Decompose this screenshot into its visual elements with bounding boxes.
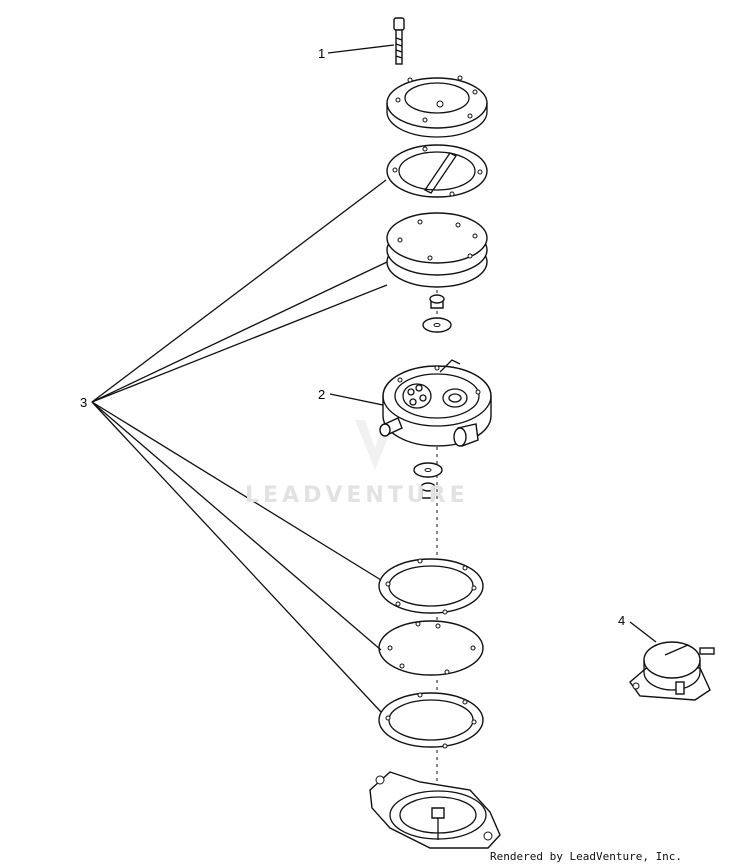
screw-part [393, 17, 405, 65]
leader-lines [91, 44, 657, 713]
lower-gasket-1-part [378, 558, 484, 615]
lower-check-valve-part [413, 462, 443, 499]
watermark-text: LEADVENTURE [245, 483, 469, 508]
callout-1-label: 1 [318, 46, 326, 61]
valve-gasket-part [386, 144, 488, 198]
upper-check-valve-part [422, 294, 452, 333]
lower-diaphragm-part [378, 620, 484, 676]
diaphragm-stack-part [386, 212, 488, 288]
callout-4-label: 4 [618, 613, 626, 628]
bottom-cover-part [369, 771, 501, 849]
pump-body-part [379, 359, 492, 447]
callout-3-label: 3 [80, 395, 88, 410]
render-credit: Rendered by LeadVenture, Inc. [490, 850, 683, 863]
lower-gasket-2-part [378, 692, 484, 749]
top-cover-part [386, 75, 488, 138]
assembled-pump-part [629, 641, 715, 701]
callout-2-label: 2 [318, 387, 326, 402]
